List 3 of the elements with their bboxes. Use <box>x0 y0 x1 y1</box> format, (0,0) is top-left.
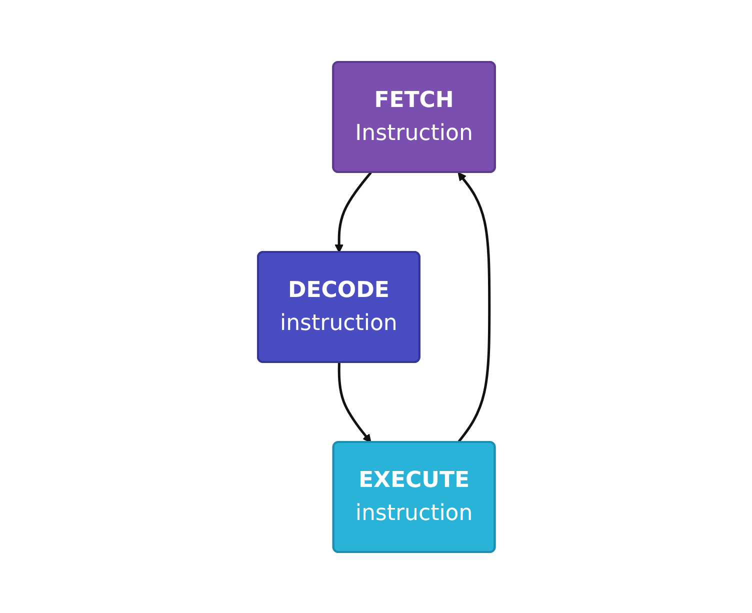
arrow <box>334 171 372 252</box>
arrow <box>337 362 371 442</box>
arrow <box>456 172 490 443</box>
